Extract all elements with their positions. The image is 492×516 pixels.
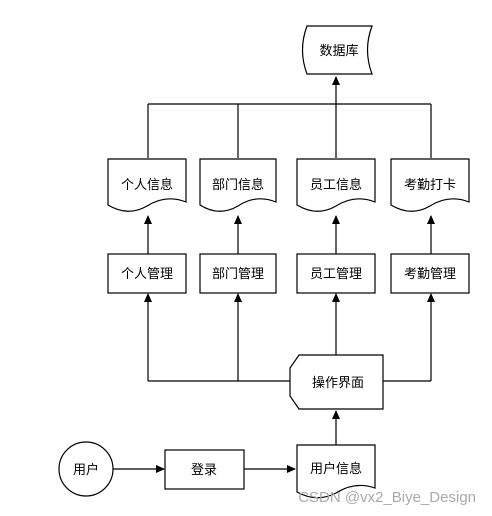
proc-login-label: 登录 xyxy=(191,463,217,478)
doc-department-info-shape xyxy=(199,158,277,212)
doc-attendance-punch-shape xyxy=(390,158,470,212)
shapes xyxy=(58,25,470,499)
doc-employee-info-shape xyxy=(296,158,376,212)
proc-personal-mgmt-shape xyxy=(107,253,187,294)
labels: 数据库 个人信息 部门信息 员工信息 考勤打卡 个人管理 部门管理 员工管理 考… xyxy=(73,43,456,478)
doc-personal-info-label: 个人信息 xyxy=(121,177,173,193)
proc-employee-mgmt-label: 员工管理 xyxy=(310,267,362,282)
doc-attendance-punch-label: 考勤打卡 xyxy=(404,178,456,193)
proc-login-shape xyxy=(164,449,245,490)
proc-department-mgmt-shape xyxy=(199,253,277,294)
proc-attendance-mgmt-label: 考勤管理 xyxy=(404,267,456,282)
proc-department-mgmt-label: 部门管理 xyxy=(212,267,264,282)
doc-employee-info-label: 员工信息 xyxy=(310,177,362,193)
connectors xyxy=(112,76,435,473)
proc-employee-mgmt-shape xyxy=(296,253,376,294)
doc-department-info-label: 部门信息 xyxy=(212,177,264,193)
display-operation-ui-shape xyxy=(289,354,384,410)
display-operation-ui-label: 操作界面 xyxy=(312,375,364,391)
user-circle xyxy=(58,441,114,497)
watermark: CSDN @vx2_Biye_Design xyxy=(298,489,476,506)
proc-attendance-mgmt-shape xyxy=(390,253,470,294)
database-shape xyxy=(301,25,373,75)
user-label: 用户 xyxy=(73,462,99,478)
database-label: 数据库 xyxy=(319,43,358,59)
doc-user-info-shape xyxy=(296,444,376,499)
proc-personal-mgmt-label: 个人管理 xyxy=(121,267,173,282)
doc-user-info-label: 用户信息 xyxy=(310,461,362,477)
doc-personal-info-shape xyxy=(107,158,187,212)
